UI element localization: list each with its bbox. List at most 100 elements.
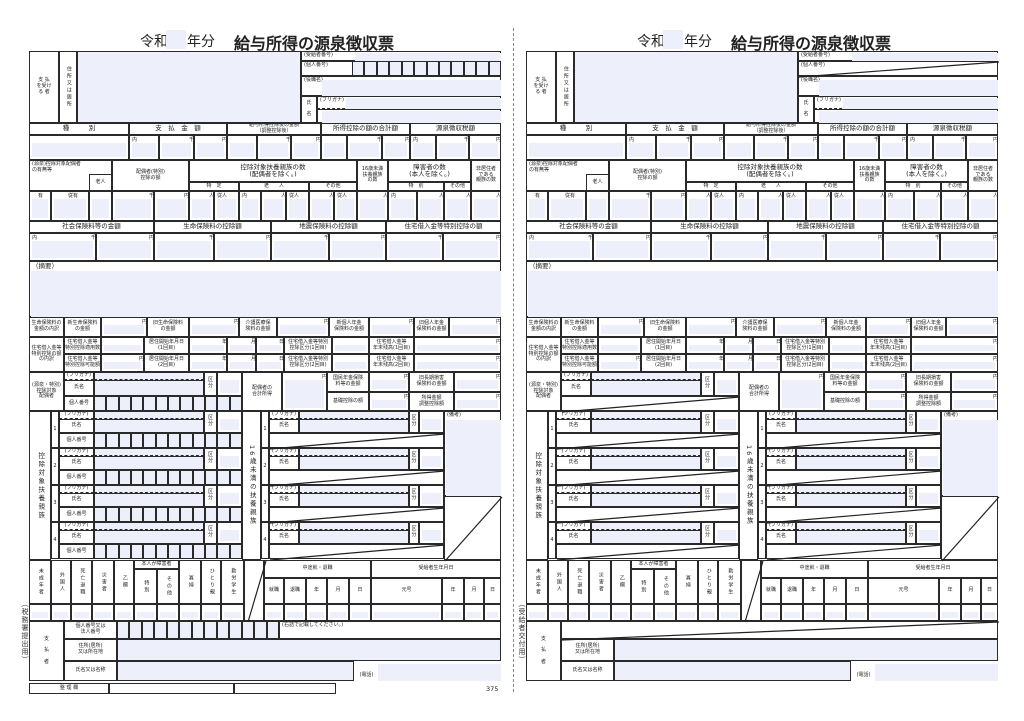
input-field[interactable] [654,604,676,621]
input-field[interactable] [299,493,409,507]
input-field[interactable] [117,661,354,681]
input-field[interactable] [829,241,880,258]
input-field[interactable] [875,664,998,681]
number-digit-box[interactable] [94,470,106,485]
input-field[interactable] [154,191,189,221]
input-field[interactable] [939,604,961,621]
input-field[interactable] [717,530,736,541]
input-field[interactable] [382,135,410,160]
input-field[interactable] [99,241,151,258]
input-field[interactable] [452,325,498,334]
input-field[interactable] [92,199,109,218]
input-field[interactable] [444,191,471,221]
input-field[interactable] [843,98,998,109]
input-field[interactable] [442,604,464,621]
input-field[interactable] [796,419,906,433]
input-field[interactable] [321,135,347,160]
input-field[interactable] [32,199,48,218]
input-field[interactable] [919,419,938,430]
input-field[interactable] [260,143,288,157]
input-field[interactable] [656,135,691,160]
input-field[interactable] [611,604,631,621]
input-field[interactable] [968,191,998,221]
input-field[interactable] [784,612,800,618]
input-field[interactable] [591,522,701,530]
input-field[interactable] [721,612,738,618]
input-field[interactable] [264,199,283,218]
input-field[interactable] [591,380,701,396]
input-field[interactable] [714,372,739,396]
input-field[interactable] [217,241,268,258]
number-digit-box[interactable] [489,61,501,76]
number-digit-box[interactable] [180,396,193,411]
input-field[interactable] [29,604,51,621]
input-field[interactable] [94,372,204,380]
input-field[interactable] [943,241,995,258]
input-field[interactable] [474,199,498,218]
input-field[interactable] [413,143,433,157]
input-field[interactable] [686,317,736,337]
input-field[interactable] [179,604,201,621]
input-field[interactable] [866,372,906,392]
input-field[interactable] [781,604,803,621]
input-field[interactable] [718,604,741,621]
input-field[interactable] [871,612,936,618]
number-digit-box[interactable] [229,621,242,639]
input-field[interactable] [919,456,938,467]
input-field[interactable] [94,448,204,456]
input-field[interactable] [220,380,239,393]
input-field[interactable] [943,420,998,496]
input-field[interactable] [352,612,368,618]
input-field[interactable] [717,493,736,504]
number-digit-box[interactable] [230,470,242,485]
input-field[interactable] [964,612,978,618]
input-field[interactable] [372,325,411,334]
number-digit-box[interactable] [193,507,205,522]
input-field[interactable] [286,191,309,221]
input-field[interactable] [189,191,214,221]
input-field[interactable] [227,354,256,372]
input-field[interactable] [869,400,903,408]
number-digit-box[interactable] [254,621,267,639]
input-field[interactable] [529,241,590,258]
input-field[interactable] [819,80,998,96]
input-field[interactable] [944,199,965,218]
number-digit-box[interactable] [94,507,106,522]
input-field[interactable] [844,135,879,160]
input-field[interactable] [94,493,204,507]
number-digit-box[interactable] [427,61,439,76]
input-field[interactable] [651,191,686,221]
input-field[interactable] [659,143,688,157]
input-field[interactable] [220,530,239,541]
number-digit-box[interactable] [106,396,119,411]
input-field[interactable] [598,354,641,372]
input-field[interactable] [32,143,126,157]
input-field[interactable] [259,362,281,369]
input-field[interactable] [29,135,129,160]
input-field[interactable] [389,241,440,258]
input-field[interactable] [574,51,798,123]
input-field[interactable] [31,271,501,317]
input-field[interactable] [299,456,409,470]
input-field[interactable] [299,530,409,544]
number-digit-box[interactable] [217,470,230,485]
input-field[interactable] [422,493,441,504]
input-field[interactable] [332,241,383,258]
number-digit-box[interactable] [168,507,180,522]
input-field[interactable] [419,411,444,433]
input-field[interactable] [101,354,144,372]
input-field[interactable] [256,337,284,354]
input-field[interactable] [360,199,385,218]
input-field[interactable] [758,191,783,221]
input-field[interactable] [204,612,218,618]
input-field[interactable] [327,604,349,621]
input-field[interactable] [472,143,498,157]
input-field[interactable] [869,325,908,334]
input-field[interactable] [753,354,781,372]
input-field[interactable] [917,199,938,218]
input-field[interactable] [469,135,501,160]
input-field[interactable] [933,135,966,160]
input-field[interactable] [419,522,444,544]
input-field[interactable] [779,372,824,411]
input-field[interactable] [182,612,198,618]
